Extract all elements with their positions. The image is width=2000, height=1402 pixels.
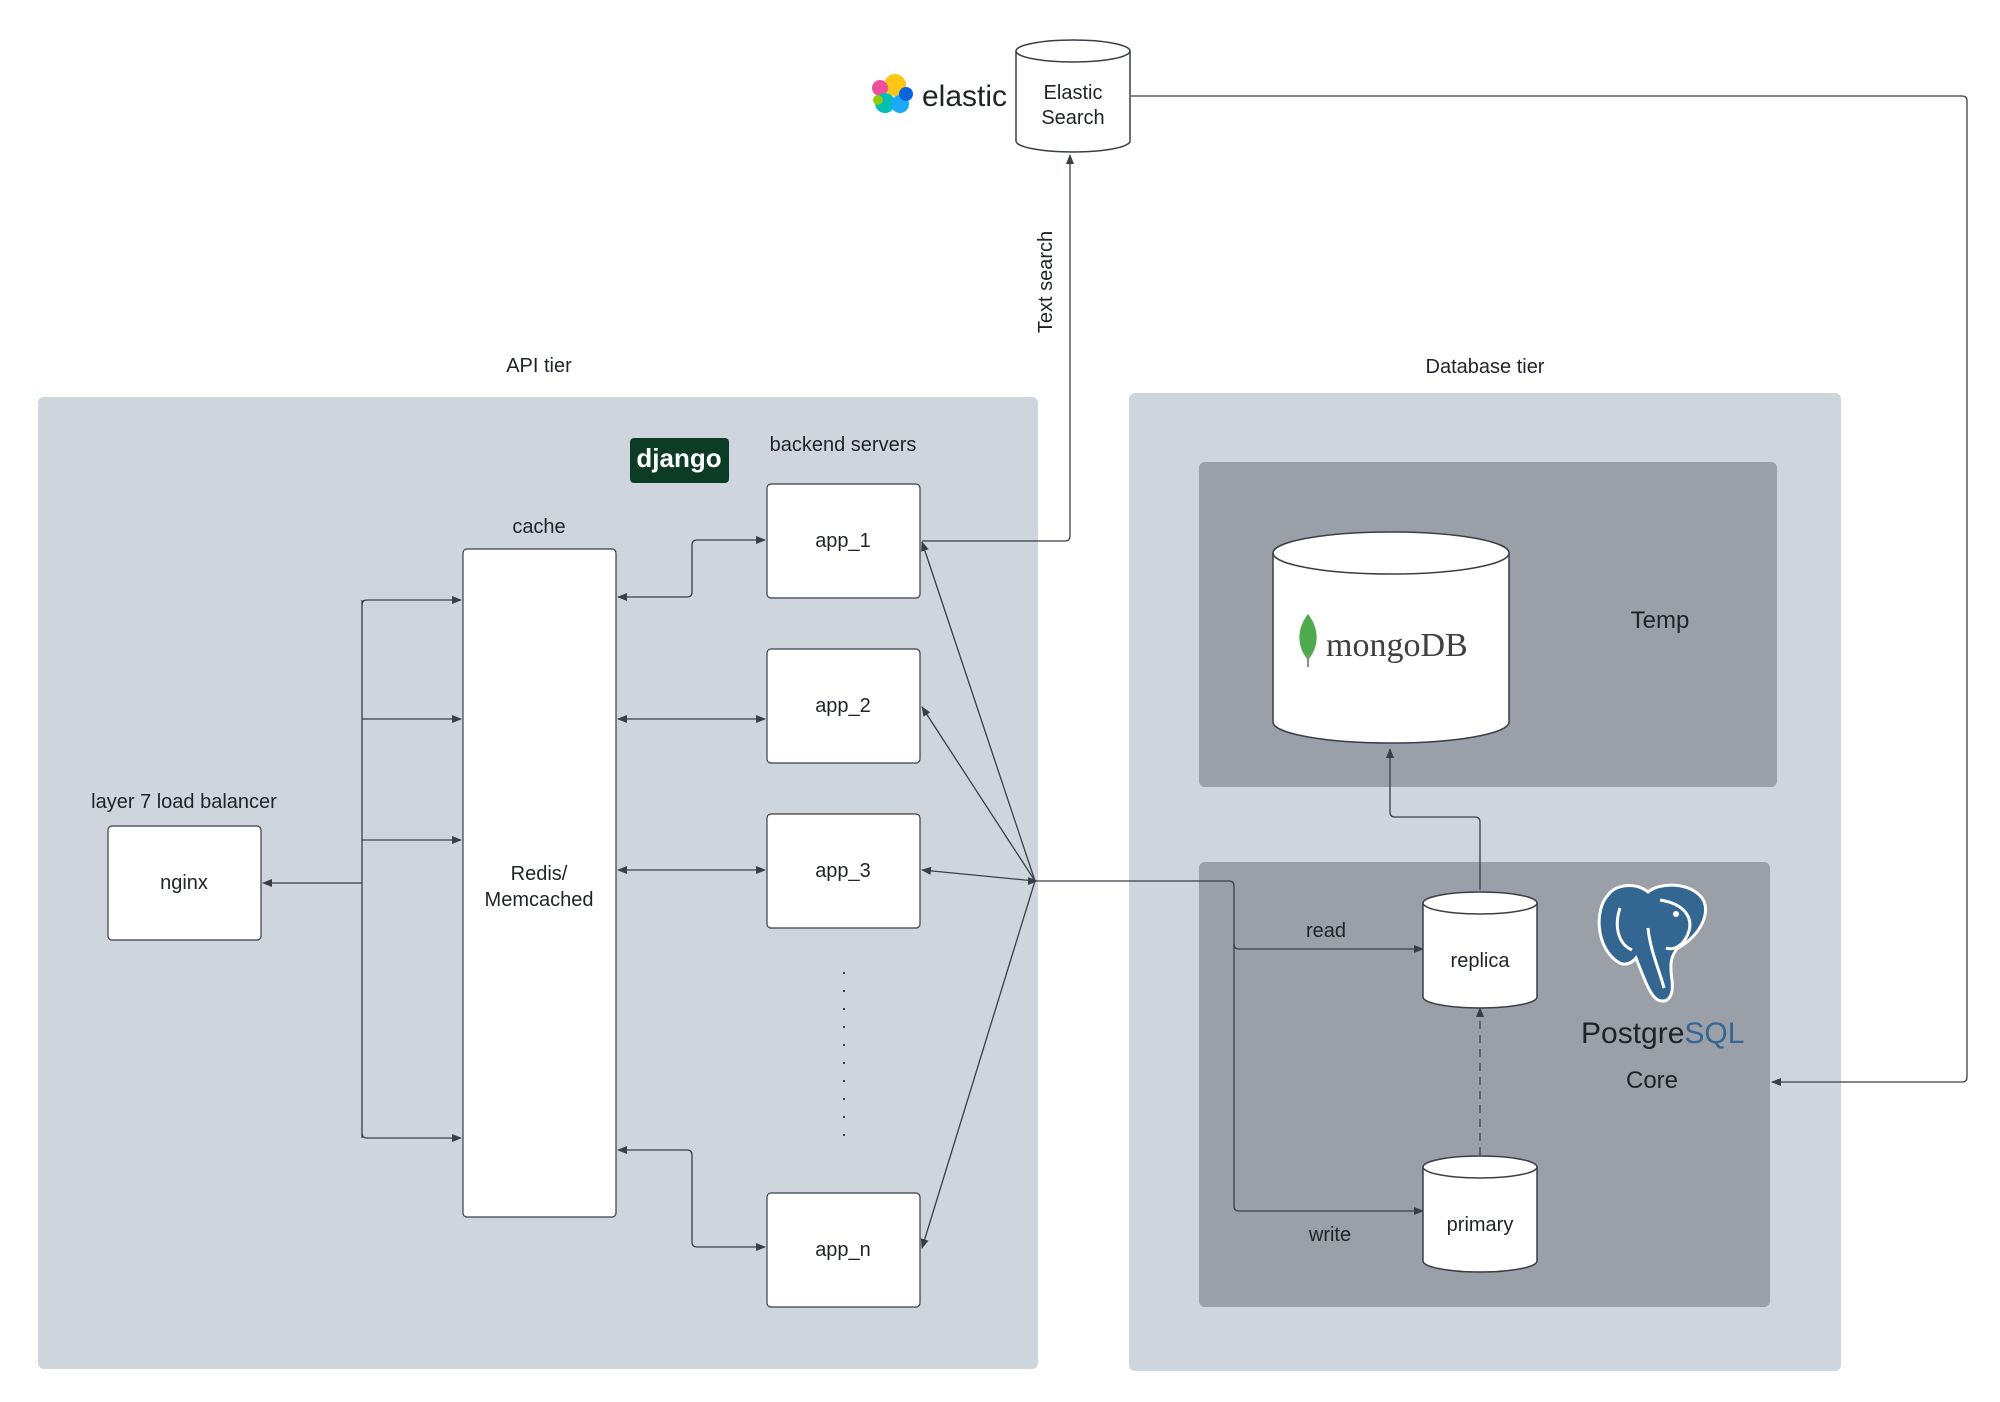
app-3-label: app_3: [815, 860, 871, 882]
elastic-search-label-2: Search: [1041, 107, 1104, 129]
postgresql-wordmark: PostgreSQL: [1581, 1017, 1744, 1050]
app-2-label: app_2: [815, 695, 871, 717]
text-search-link: [922, 154, 1074, 542]
database-tier-title: Database tier: [1426, 356, 1545, 378]
replica-node[interactable]: replica: [1422, 891, 1538, 1009]
text-search-label: Text search: [1035, 231, 1057, 333]
app-3-node[interactable]: app_3: [766, 813, 921, 929]
backend-servers-label: backend servers: [770, 434, 917, 456]
elastic-core-link: [1131, 95, 1968, 1086]
elastic-logo-icon: [872, 74, 913, 113]
app2-hub-link: [921, 706, 1036, 882]
app-1-label: app_1: [815, 530, 871, 552]
cache-app1-link: [617, 536, 766, 601]
cache-node[interactable]: Redis/ Memcached: [462, 548, 617, 1218]
django-logo-text: django: [636, 443, 721, 473]
replica-mongo-link: [1386, 748, 1481, 890]
appn-hub-link: [920, 880, 1036, 1249]
app1-hub-link: [921, 541, 1036, 882]
temp-label: Temp: [1631, 607, 1690, 634]
nginx-label: nginx: [160, 872, 208, 894]
core-label: Core: [1626, 1067, 1678, 1094]
cache-label-2: Memcached: [485, 889, 594, 911]
cache-label: cache: [512, 516, 565, 538]
app-n-node[interactable]: app_n: [766, 1192, 921, 1308]
hub-db-link: [1037, 880, 1424, 1215]
bus-branch-1: [361, 596, 462, 606]
bus-branch-4: [361, 1132, 462, 1142]
mongodb-node[interactable]: mongoDB: [1272, 531, 1510, 744]
elastic-search-label-1: Elastic: [1044, 82, 1103, 104]
connectors: [262, 95, 1968, 1251]
mongodb-wordmark: mongoDB: [1326, 627, 1468, 664]
load-balancer-label: layer 7 load balancer: [91, 791, 277, 813]
primary-label: primary: [1447, 1214, 1514, 1236]
elastic-search-node[interactable]: Elastic Search: [1015, 39, 1131, 153]
django-logo-badge: [630, 438, 729, 483]
api-tier-title: API tier: [506, 355, 572, 377]
cache-label-1: Redis/: [511, 863, 568, 885]
mongodb-leaf-icon: [1299, 614, 1317, 660]
replica-label: replica: [1451, 950, 1511, 972]
app-n-label: app_n: [815, 1239, 871, 1261]
read-label: read: [1306, 920, 1346, 942]
cache-appn-link: [617, 1146, 766, 1251]
postgresql-elephant-icon: [1597, 883, 1708, 1003]
app3-hub-link: [921, 866, 1036, 882]
read-link: [1233, 943, 1424, 953]
core-group: [1199, 862, 1770, 1307]
app-1-node[interactable]: app_1: [766, 483, 921, 599]
primary-node[interactable]: primary: [1422, 1155, 1538, 1273]
write-label: write: [1308, 1224, 1351, 1246]
app-2-node[interactable]: app_2: [766, 648, 921, 764]
nginx-node[interactable]: nginx: [107, 825, 262, 941]
elastic-wordmark: elastic: [922, 80, 1007, 113]
